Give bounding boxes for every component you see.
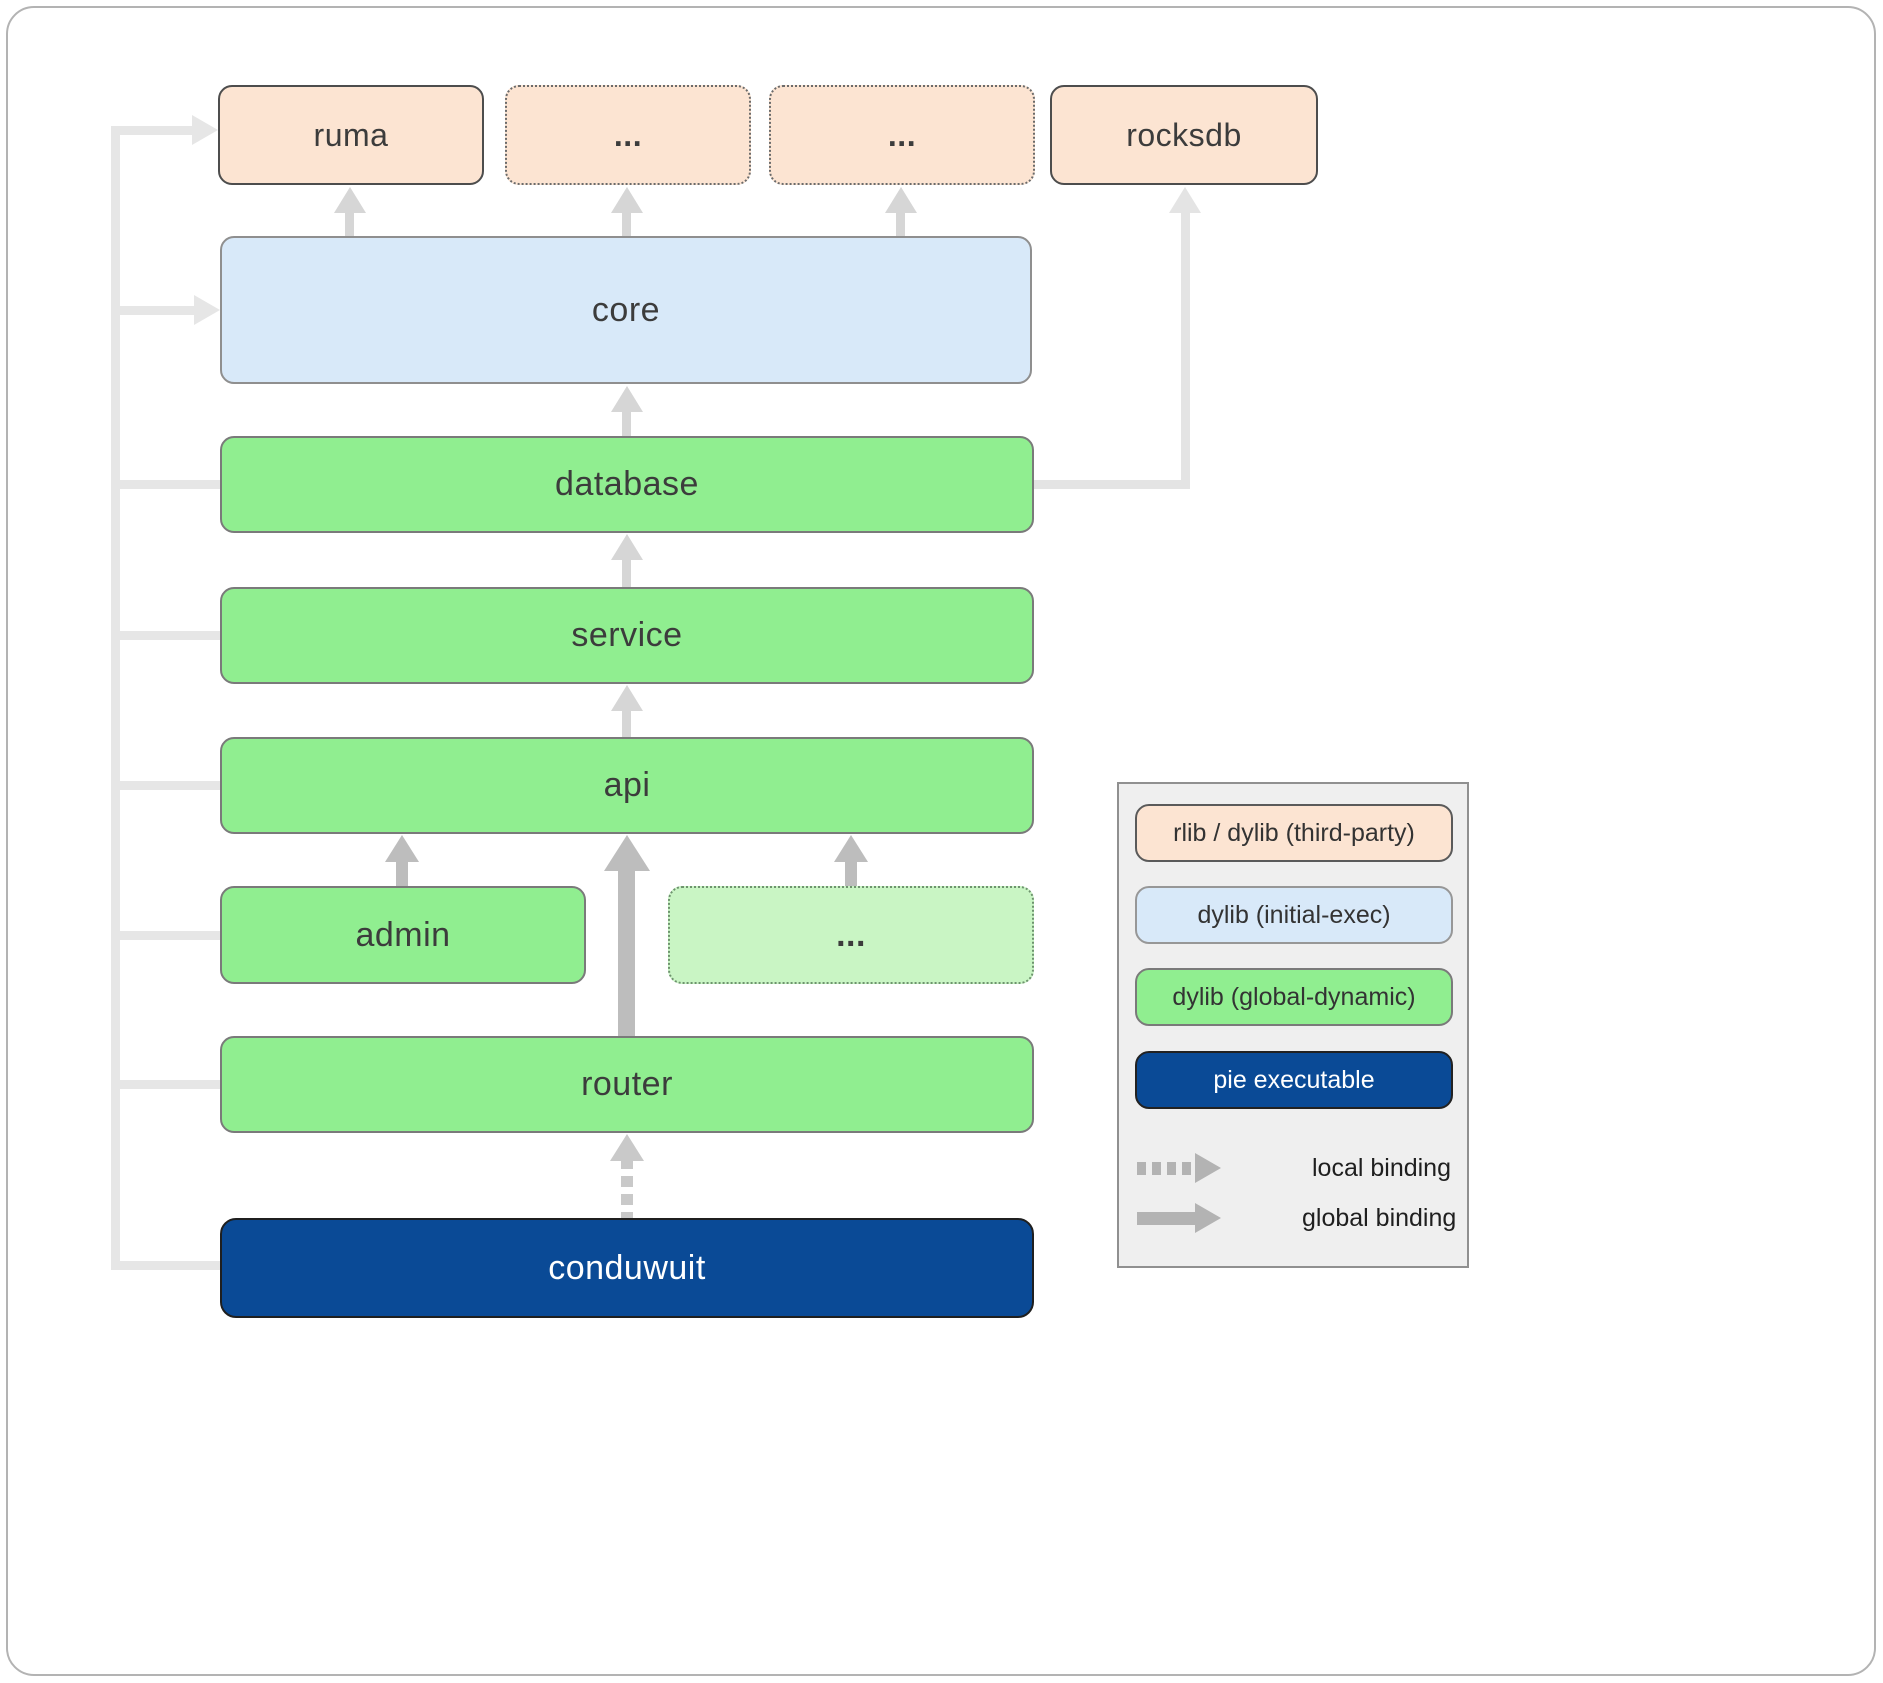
arrowhead-core-to-ellipsis-2 [885,187,917,213]
arrowhead-admin-to-api [385,835,419,862]
node-core: core [220,236,1032,384]
node-admin: admin [220,886,586,984]
arrowhead-api-to-service [611,685,643,711]
arrow-stem-router-to-api [618,867,635,1036]
legend-chip-third-party: rlib / dylib (third-party) [1135,804,1453,862]
left-tree-branch-ruma [111,126,193,135]
arrow-stem-service-to-database [622,557,631,587]
node-conduwuit-label: conduwuit [548,1248,706,1287]
legend-global-binding-arrowhead [1195,1203,1221,1233]
node-router: router [220,1036,1034,1133]
arrow-database-to-rocksdb-vertical [1181,210,1190,489]
legend-global-binding-label: global binding [1302,1204,1457,1232]
left-tree-branch-database [111,480,220,489]
arrowhead-database-to-core [611,386,643,412]
left-tree-branch-core [111,306,196,315]
legend-chip-pie-executable: pie executable [1135,1051,1453,1109]
node-ruma: ruma [218,85,484,185]
node-ellipsis-top-1-label: ... [613,116,643,153]
arrow-stem-core-to-ellipsis-1 [622,210,631,236]
arrow-stem-database-to-core [622,409,631,436]
node-ellipsis-top-1: ... [505,85,751,185]
left-tree-vertical-line [111,126,120,1270]
arrowhead-service-to-database [611,534,643,560]
arrowhead-router-to-api [604,835,650,871]
arrowhead-core-to-ellipsis-1 [611,187,643,213]
left-tree-branch-admin [111,931,220,940]
arrowhead-conduwuit-to-router-local [610,1134,644,1161]
left-tree-branch-conduwuit [111,1261,220,1270]
legend-chip-pie-executable-label: pie executable [1213,1065,1375,1094]
node-database: database [220,436,1034,533]
arrowhead-to-rocksdb [1169,187,1201,213]
arrow-stem-api-to-service [622,708,631,737]
legend-panel: rlib / dylib (third-party) dylib (initia… [1117,782,1469,1268]
arrow-stem-core-to-ruma [345,210,354,236]
legend-local-binding-label: local binding [1312,1154,1451,1182]
node-ellipsis-top-2-label: ... [887,116,917,153]
arrow-stem-admin-to-api [396,859,408,886]
arrowhead-core-to-ruma [334,187,366,213]
legend-local-binding-arrow-stem [1137,1162,1195,1175]
arrowhead-ellipsis-to-api [834,835,868,862]
arrow-stem-ellipsis-to-api [845,859,857,886]
node-admin-label: admin [355,915,451,954]
node-rocksdb-label: rocksdb [1126,116,1242,153]
node-core-label: core [591,290,661,329]
left-tree-branch-api [111,781,220,790]
node-ellipsis-mid-label: ... [836,915,866,954]
node-ruma-label: ruma [313,116,389,153]
legend-chip-initial-exec: dylib (initial-exec) [1135,886,1453,944]
left-tree-branch-service [111,631,220,640]
node-service: service [220,587,1034,684]
node-api: api [220,737,1034,834]
legend-chip-global-dynamic-label: dylib (global-dynamic) [1172,982,1416,1011]
node-database-label: database [555,465,699,503]
arrow-database-to-rocksdb-horizontal [1034,480,1190,489]
left-tree-branch-router [111,1080,220,1089]
node-service-label: service [571,616,683,654]
legend-global-binding-arrow-stem [1137,1212,1195,1225]
arrowhead-to-core [194,295,220,325]
node-ellipsis-top-2: ... [769,85,1035,185]
legend-local-binding-arrowhead [1195,1153,1221,1183]
legend-chip-global-dynamic: dylib (global-dynamic) [1135,968,1453,1026]
node-rocksdb: rocksdb [1050,85,1318,185]
arrow-stem-core-to-ellipsis-2 [896,210,905,236]
node-ellipsis-mid: ... [668,886,1034,984]
node-conduwuit: conduwuit [220,1218,1034,1318]
node-router-label: router [581,1065,673,1103]
legend-chip-initial-exec-label: dylib (initial-exec) [1197,900,1391,929]
arrowhead-to-ruma [192,115,218,145]
legend-chip-third-party-label: rlib / dylib (third-party) [1173,818,1415,847]
arrow-stem-conduwuit-to-router-local [621,1158,633,1218]
node-api-label: api [603,766,651,804]
